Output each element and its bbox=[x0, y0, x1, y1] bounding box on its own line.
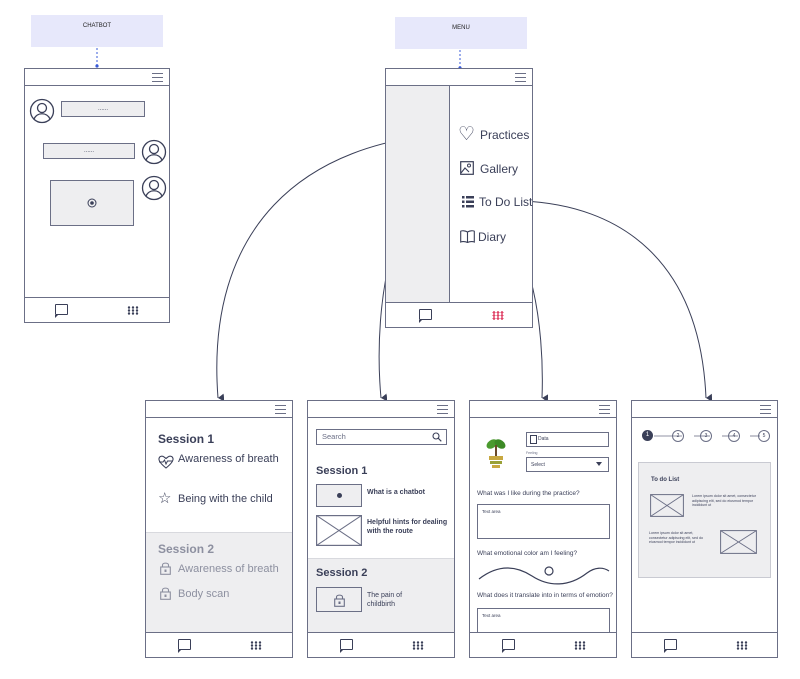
search-icon[interactable] bbox=[432, 432, 442, 442]
chat-icon[interactable] bbox=[664, 639, 677, 653]
todo-title: To do List bbox=[651, 477, 680, 483]
grid-icon[interactable] bbox=[574, 641, 586, 650]
practice-item-locked: Awareness of breath bbox=[160, 561, 290, 577]
step-indicator[interactable]: 4 bbox=[728, 430, 740, 442]
chat-icon[interactable] bbox=[502, 639, 515, 653]
heart-icon: ♡ bbox=[458, 124, 476, 145]
image-placeholder-icon bbox=[650, 494, 684, 517]
step-indicator[interactable]: 3 bbox=[700, 430, 712, 442]
gallery-item-title[interactable]: Helpful hints for dealing with the route bbox=[367, 519, 448, 535]
gallery-screen: Search Session 1 What is a chatbot Helpf… bbox=[307, 400, 455, 658]
chat-icon[interactable] bbox=[178, 639, 191, 653]
image-placeholder-icon bbox=[316, 515, 362, 546]
chat-bubble: ...... bbox=[43, 143, 135, 159]
menu-label: MENU bbox=[395, 17, 527, 49]
hamburger-icon[interactable] bbox=[599, 405, 610, 417]
grid-icon[interactable] bbox=[250, 641, 262, 650]
calendar-icon bbox=[530, 435, 537, 444]
todo-screen: 1 2 3 4 5 To do List Lorem ipsum dolor s… bbox=[631, 400, 778, 658]
hamburger-icon[interactable] bbox=[275, 405, 286, 417]
plant-icon bbox=[486, 439, 506, 468]
chevron-down-icon bbox=[596, 462, 602, 466]
hamburger-icon[interactable] bbox=[437, 405, 448, 417]
avatar-icon bbox=[29, 98, 55, 124]
session-title: Session 1 bbox=[316, 465, 368, 477]
hamburger-icon[interactable] bbox=[760, 405, 771, 417]
step-indicator[interactable]: 2 bbox=[672, 430, 684, 442]
chat-bubble: ...... bbox=[61, 101, 145, 117]
video-player[interactable] bbox=[50, 180, 134, 226]
practices-screen: Session 1 Awareness of breath ☆ Being wi… bbox=[145, 400, 293, 658]
lock-icon bbox=[160, 587, 171, 600]
lock-icon bbox=[160, 562, 171, 575]
feeling-select[interactable]: Select bbox=[526, 457, 609, 472]
avatar-icon bbox=[141, 175, 167, 201]
chat-icon[interactable] bbox=[55, 304, 68, 318]
diary-screen: Data Feeling Select What was I like duri… bbox=[469, 400, 617, 658]
grid-icon[interactable] bbox=[492, 311, 504, 320]
text-area[interactable]: Text area bbox=[477, 504, 610, 539]
heartbeat-icon bbox=[158, 455, 174, 469]
color-slider[interactable] bbox=[477, 563, 611, 589]
session-title: Session 1 bbox=[158, 432, 215, 446]
menu-screen: ♡ Practices Gallery To Do List Diary bbox=[385, 68, 533, 328]
practice-item[interactable]: ☆ Being with the child bbox=[158, 490, 273, 507]
date-field[interactable]: Data bbox=[526, 432, 609, 447]
step-indicator-active[interactable]: 1 bbox=[642, 430, 653, 441]
todo-card: To do List Lorem ipsum dolor sit amet, c… bbox=[638, 462, 771, 578]
todo-item-text: Lorem ipsum dolor sit amet, consectetur … bbox=[692, 494, 756, 508]
locked-thumbnail bbox=[316, 587, 362, 612]
hamburger-icon[interactable] bbox=[152, 73, 163, 85]
play-icon[interactable] bbox=[87, 198, 97, 208]
grid-icon[interactable] bbox=[412, 641, 424, 650]
grid-icon[interactable] bbox=[736, 641, 748, 650]
image-placeholder-icon bbox=[720, 530, 757, 554]
session-title: Session 2 bbox=[158, 542, 215, 556]
video-thumbnail[interactable] bbox=[316, 484, 362, 507]
lock-icon bbox=[334, 594, 345, 607]
locked-session-panel bbox=[146, 532, 292, 636]
search-input[interactable]: Search bbox=[316, 429, 447, 445]
book-icon bbox=[460, 230, 475, 243]
chat-icon[interactable] bbox=[340, 639, 353, 653]
practice-item-locked: Body scan bbox=[160, 586, 290, 602]
chatbot-label: CHATBOT bbox=[31, 15, 163, 47]
gallery-item-title: The pain of childbirth bbox=[367, 592, 403, 608]
image-icon bbox=[460, 161, 474, 175]
hamburger-icon[interactable] bbox=[515, 73, 526, 85]
step-indicator[interactable]: 5 bbox=[758, 430, 770, 442]
list-icon bbox=[462, 196, 474, 208]
practice-item[interactable]: Awareness of breath bbox=[158, 453, 288, 469]
star-icon: ☆ bbox=[158, 490, 172, 507]
avatar-icon bbox=[141, 139, 167, 165]
session-title: Session 2 bbox=[316, 567, 368, 579]
grid-icon[interactable] bbox=[127, 306, 139, 315]
gallery-item-title[interactable]: What is a chatbot bbox=[367, 489, 425, 496]
chat-icon[interactable] bbox=[419, 309, 432, 323]
todo-item-text: Lorem ipsum dolor sit amet, consectetur … bbox=[649, 531, 703, 545]
side-panel bbox=[386, 86, 450, 304]
chatbot-screen: ...... ...... bbox=[24, 68, 170, 323]
